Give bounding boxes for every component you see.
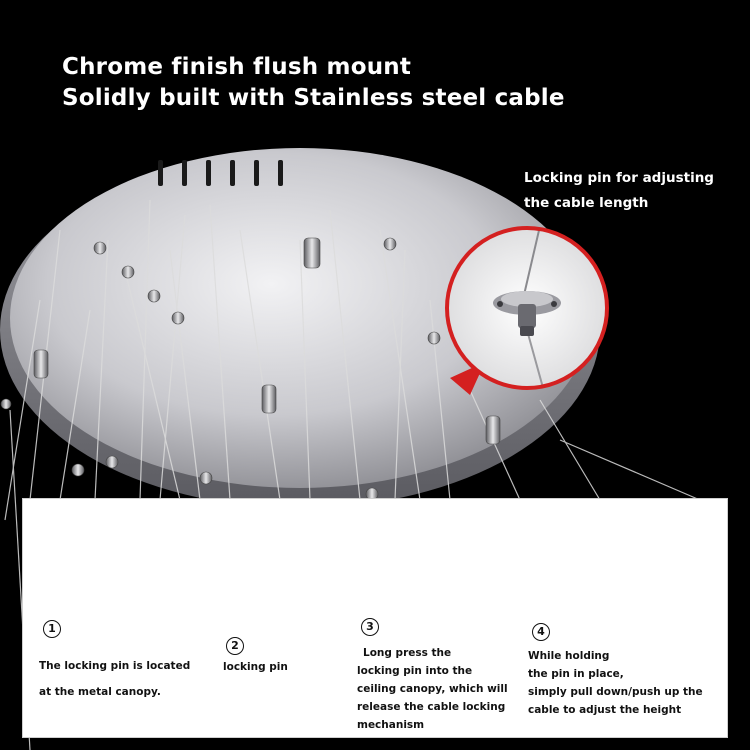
step-1-text-line-1: The locking pin is located xyxy=(39,660,191,672)
headline-line-1: Chrome finish flush mount xyxy=(62,54,412,80)
step-3-text-line-4: release the cable locking xyxy=(357,701,506,713)
callout-line-1: Locking pin for adjusting xyxy=(524,170,714,186)
step-3-number: 3 xyxy=(361,618,379,636)
callout-line-2: the cable length xyxy=(524,195,649,211)
locking-pins xyxy=(0,237,501,501)
steel-cables xyxy=(4,199,701,750)
step-3-text-line-5: mechanism xyxy=(357,719,425,731)
step-4-text-line-4: cable to adjust the height xyxy=(528,704,682,716)
vent-slots xyxy=(158,160,283,186)
step-2-number: 2 xyxy=(226,637,244,655)
step-1-number: 1 xyxy=(43,620,61,638)
step-4-number: 4 xyxy=(532,623,550,641)
step-4-text-line-2: the pin in place, xyxy=(528,668,624,680)
canopy-plate xyxy=(10,148,590,488)
instruction-panel: 1 The locking pin is located at the meta… xyxy=(22,498,728,738)
step-4-text-line-1: While holding xyxy=(528,650,610,662)
step-1-text-line-2: at the metal canopy. xyxy=(39,686,161,698)
step-3-text-line-1: Long press the xyxy=(363,647,452,659)
step-3-text-line-2: locking pin into the xyxy=(357,665,473,677)
headline-line-2: Solidly built with Stainless steel cable xyxy=(62,85,565,111)
step-2-text-line-1: locking pin xyxy=(223,661,288,673)
step-3-text-line-3: ceiling canopy, which will xyxy=(357,683,508,695)
step-4-text-line-3: simply pull down/push up the xyxy=(528,686,703,698)
